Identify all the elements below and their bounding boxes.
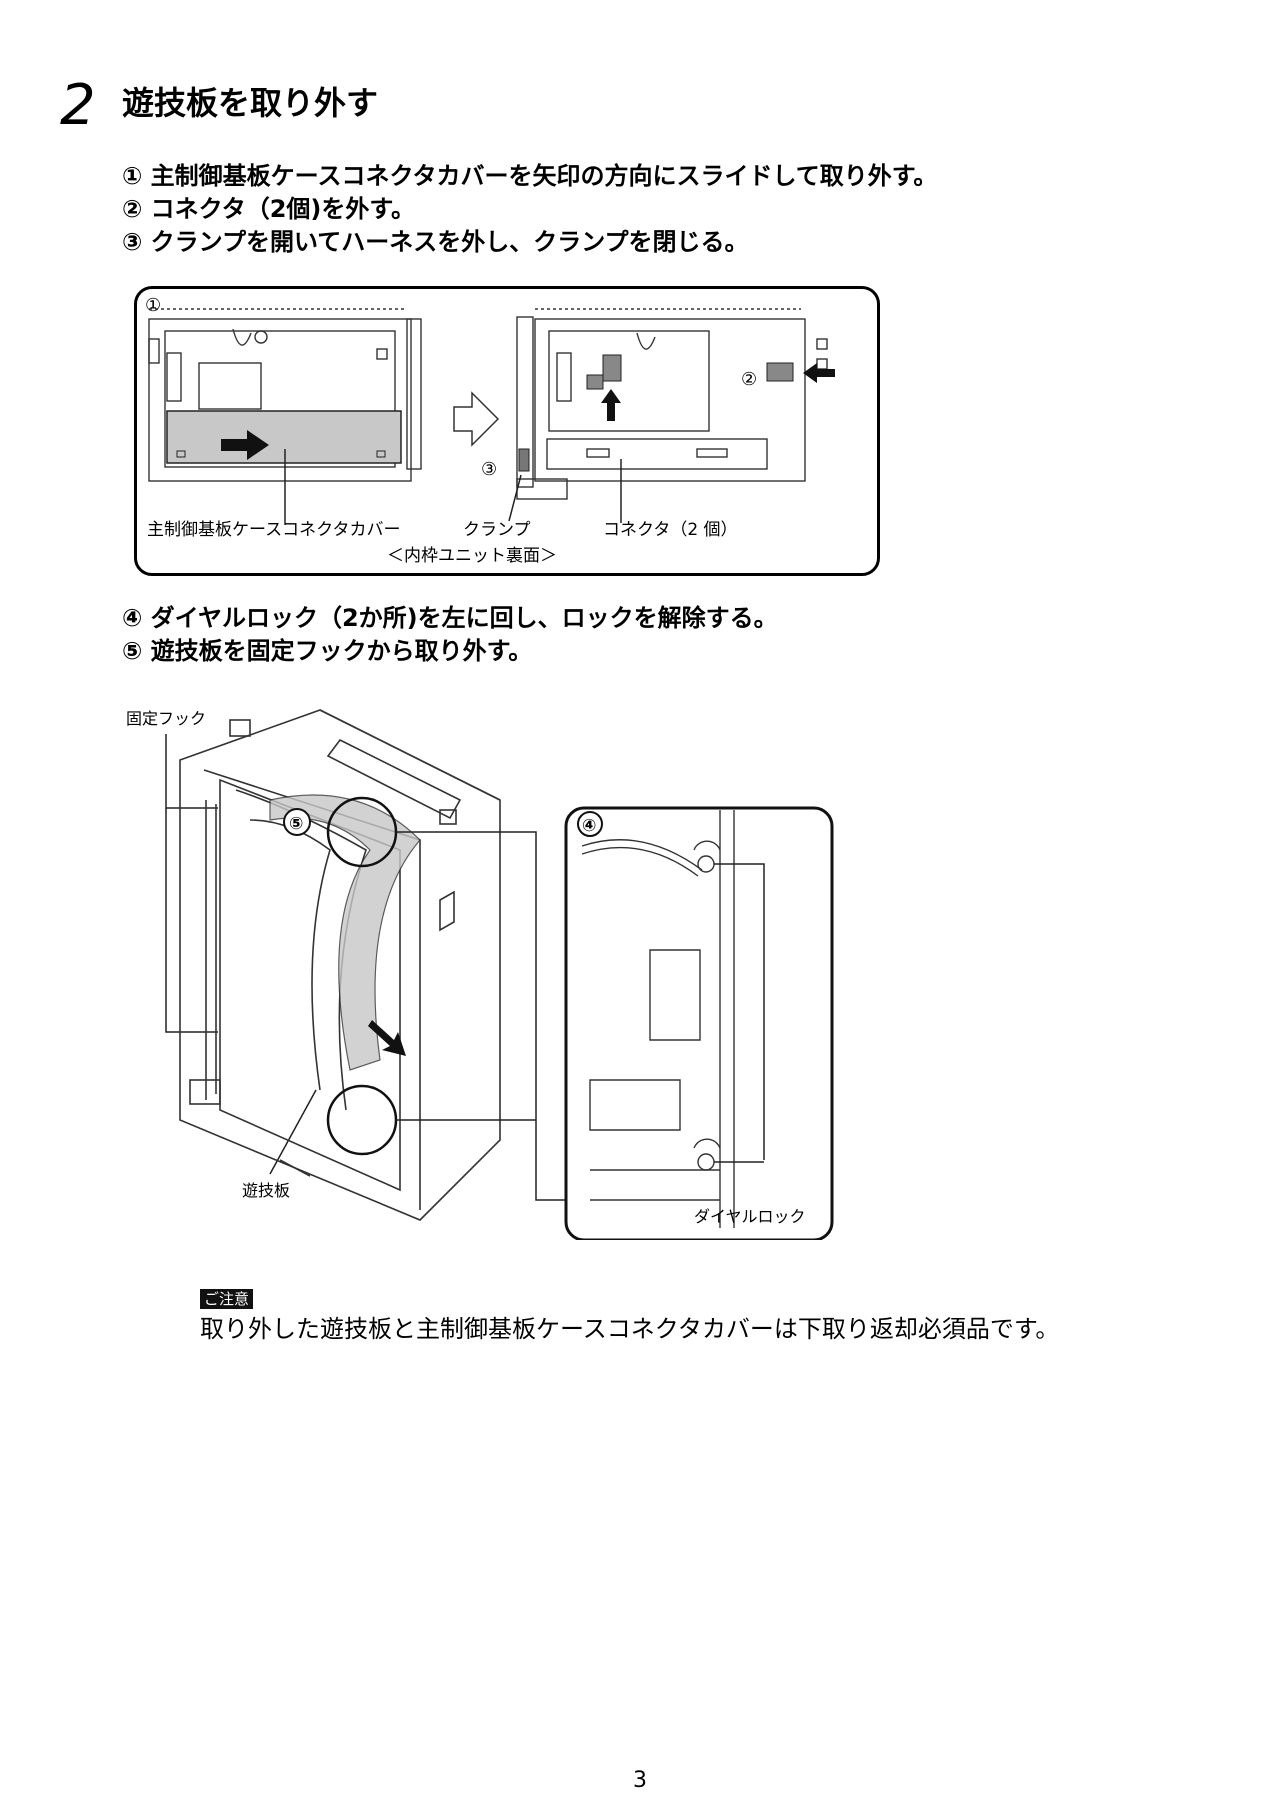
connector-cover-shape <box>166 410 402 464</box>
marker-4: ④ <box>582 816 596 836</box>
connector-shape-1 <box>602 354 622 382</box>
instruction-2: ② コネクタ（2個)を外す。 <box>122 195 415 223</box>
pull-out-arrow-icon <box>368 1020 406 1056</box>
figure-connector-cover-drawing: ① ② ③ 主制御基板ケースコネクタカバー クランプ コネクタ（2 個） ＜内枠… <box>145 295 835 566</box>
instruction-4: ④ ダイヤルロック（2か所)を左に回し、ロックを解除する。 <box>122 604 778 632</box>
marker-2: ② <box>741 369 757 390</box>
label-connector: コネクタ（2 個） <box>603 520 738 540</box>
label-dial-lock: ダイヤルロック <box>694 1207 806 1226</box>
figure-caption: ＜内枠ユニット裏面＞ <box>387 545 557 566</box>
label-connector-cover: 主制御基板ケースコネクタカバー <box>147 520 400 540</box>
slide-arrow-icon <box>221 430 269 460</box>
step-number: 2 <box>60 73 96 138</box>
label-clamp: クランプ <box>463 520 531 540</box>
next-step-arrow-icon <box>453 391 500 447</box>
instruction-3: ③ クランプを開いてハーネスを外し、クランプを閉じる。 <box>122 228 749 256</box>
figure-connector-cover: ① ② ③ 主制御基板ケースコネクタカバー クランプ コネクタ（2 個） ＜内枠… <box>134 286 880 576</box>
callout-circle-lower <box>326 1084 398 1156</box>
marker-1: ① <box>145 295 161 316</box>
label-game-board: 遊技板 <box>242 1181 290 1200</box>
step-title: 遊技板を取り外す <box>122 84 379 122</box>
instruction-1: ① 主制御基板ケースコネクタカバーを矢印の方向にスライドして取り外す。 <box>122 162 938 190</box>
caution-text: 取り外した遊技板と主制御基板ケースコネクタカバーは下取り返却必須品です。 <box>200 1315 1060 1343</box>
figure-game-board-removal: 固定フック 遊技板 ⑤ <box>126 709 834 1240</box>
detail-box-dial-lock <box>564 806 834 1240</box>
page-number: 3 <box>633 1768 647 1793</box>
connector-arrow-left-icon <box>803 363 835 383</box>
marker-5: ⑤ <box>289 814 303 834</box>
connector-shape-2 <box>766 362 794 382</box>
instruction-5: ⑤ 遊技板を固定フックから取り外す。 <box>122 637 533 665</box>
label-fixing-hook: 固定フック <box>126 709 206 728</box>
connector-arrow-up-icon <box>601 389 621 421</box>
marker-3: ③ <box>481 459 497 480</box>
caution-badge: ご注意 <box>200 1289 254 1309</box>
